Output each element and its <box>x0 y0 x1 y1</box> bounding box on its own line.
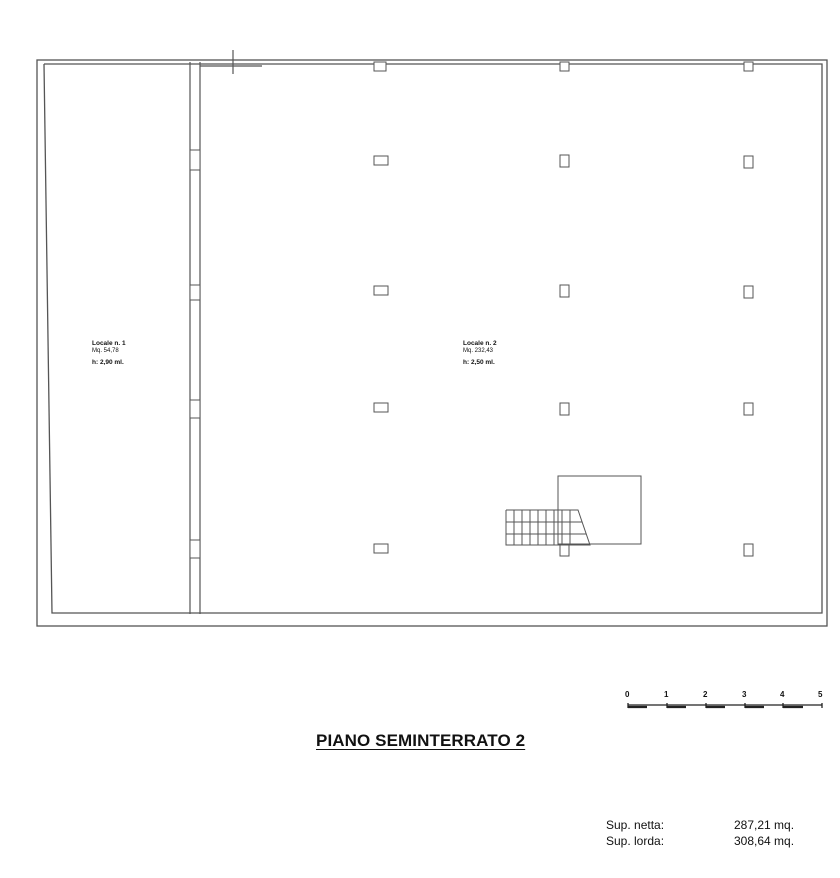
area-value: 308,64 mq. <box>734 834 795 848</box>
room-label-2: Locale n. 2 Mq. 232,43 h: 2,50 ml. <box>463 340 497 367</box>
room-area: Mq. 54,78 <box>92 348 119 355</box>
area-label: Sup. netta: <box>606 818 665 832</box>
room-name: Locale n. 2 <box>463 340 497 347</box>
plan-title: PIANO SEMINTERRATO 2 <box>316 731 526 750</box>
wall-openings <box>189 149 201 559</box>
scale-tick-label: 1 <box>664 690 669 699</box>
column-grid <box>373 61 754 557</box>
room-height: h: 2,50 ml. <box>463 358 495 366</box>
partition-wall <box>189 50 262 614</box>
room-height: h: 2,90 ml. <box>92 358 124 366</box>
scale-tick-label: 3 <box>742 690 747 699</box>
area-value: 287,21 mq. <box>734 818 795 832</box>
staircase <box>505 475 642 546</box>
room-area: Mq. 232,43 <box>463 348 494 355</box>
scale-bar <box>627 703 823 709</box>
room-name: Locale n. 1 <box>92 340 126 347</box>
scale-tick-label: 5 <box>818 690 823 699</box>
scale-tick-label: 4 <box>780 690 785 699</box>
outer-walls <box>36 59 828 627</box>
room-label-1: Locale n. 1 Mq. 54,78 h: 2,90 ml. <box>92 340 126 367</box>
scale-tick-label: 2 <box>703 690 708 699</box>
scale-tick-label: 0 <box>625 690 630 699</box>
area-label: Sup. lorda: <box>606 834 665 848</box>
